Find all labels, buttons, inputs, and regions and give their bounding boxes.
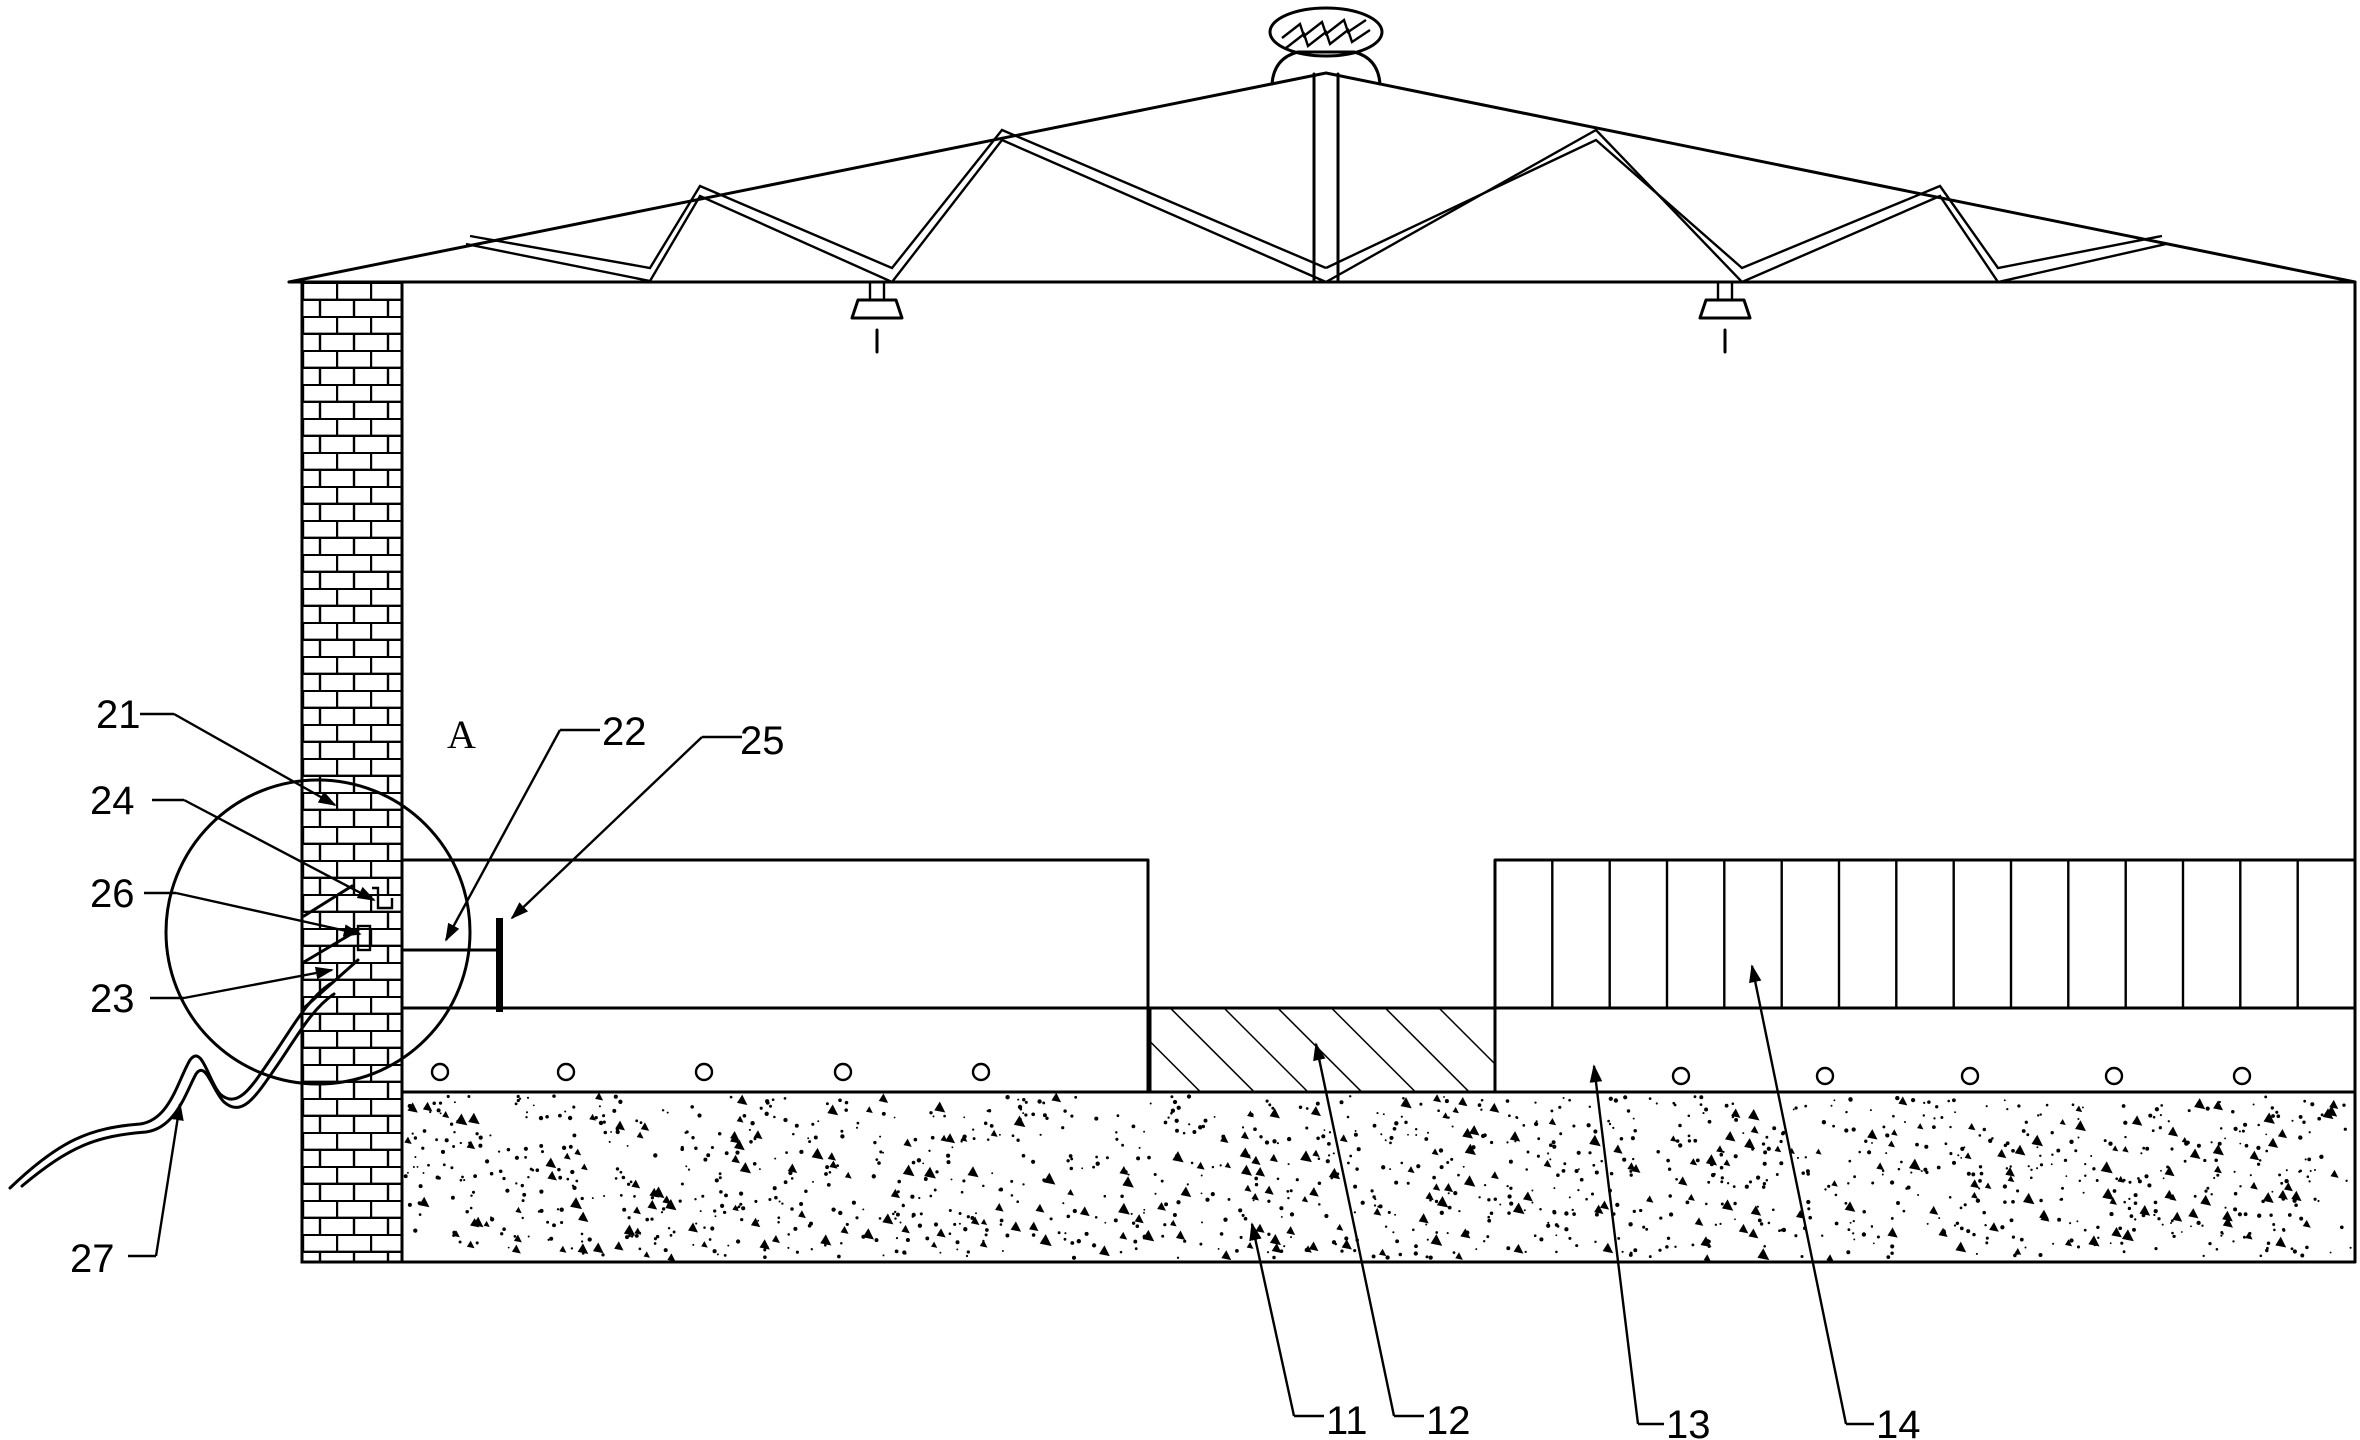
label-27: 27 xyxy=(70,1237,115,1281)
label-24: 24 xyxy=(90,779,135,823)
label-13: 13 xyxy=(1666,1403,1711,1440)
spray-nozzle-right xyxy=(1698,280,1752,354)
soil-layer xyxy=(403,1092,2352,1262)
leader-lines xyxy=(128,712,1874,1426)
label-22: 22 xyxy=(602,710,647,754)
detail-mark-a: A xyxy=(447,712,476,757)
cable-inner xyxy=(20,992,336,1188)
cable xyxy=(8,982,332,1190)
brick-wall xyxy=(300,280,404,1264)
label-21: 21 xyxy=(96,693,141,737)
label-26: 26 xyxy=(90,872,135,916)
spray-nozzle-left xyxy=(850,280,904,354)
detail-circle-a xyxy=(164,778,472,1086)
right-seedbed xyxy=(1493,858,2357,1094)
label-11: 11 xyxy=(1326,1399,1368,1440)
label-14: 14 xyxy=(1876,1403,1921,1440)
heating-pipes xyxy=(430,1062,2252,1086)
label-23: 23 xyxy=(90,977,135,1021)
label-25: 25 xyxy=(740,719,785,763)
left-tank xyxy=(400,858,1150,1094)
label-12: 12 xyxy=(1426,1399,1471,1440)
part-labels: 21 24 26 23 22 25 27 11 12 13 14 xyxy=(70,693,1921,1440)
roof-truss xyxy=(287,6,2357,284)
